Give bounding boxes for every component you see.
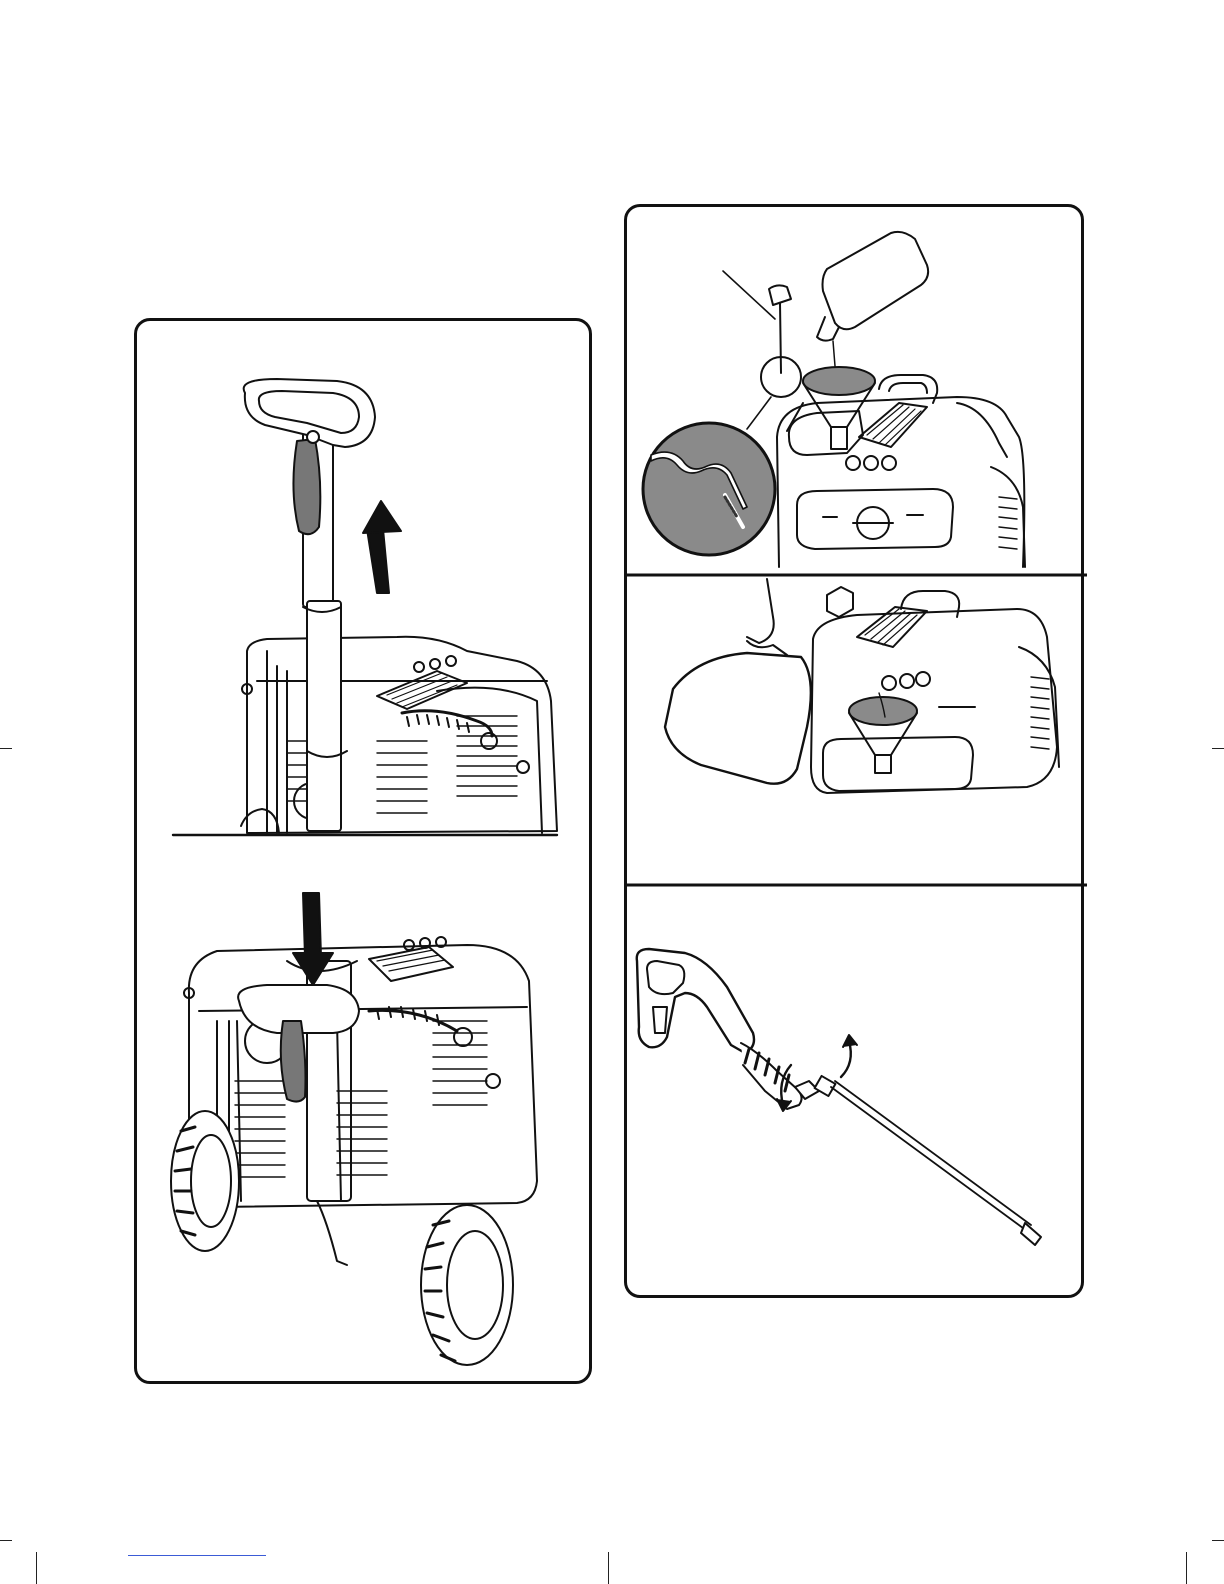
oil-fill-illustration — [627, 232, 1087, 575]
crop-mark-bottom-right-h — [1212, 1540, 1224, 1541]
right-panel-illustration — [627, 207, 1087, 1301]
right-wheel — [421, 1205, 513, 1365]
wand-connect-illustration — [637, 949, 1041, 1245]
handle-raised-illustration — [173, 379, 557, 835]
left-panel-illustration — [137, 321, 595, 1387]
fuel-fill-illustration — [627, 579, 1087, 885]
crop-mark-bottom-center — [608, 1552, 609, 1584]
footer-rule — [128, 1555, 266, 1556]
left-figure-panel — [134, 318, 592, 1384]
crop-mark-right — [1212, 748, 1224, 749]
crop-mark-left — [0, 748, 12, 749]
crop-mark-bottom-right-v — [1186, 1552, 1187, 1584]
crop-mark-bottom-left-h — [0, 1540, 12, 1541]
crop-mark-bottom-left-v — [36, 1552, 37, 1584]
handle-lowered-illustration — [171, 893, 537, 1365]
right-figure-panel — [624, 204, 1084, 1298]
left-wheel — [171, 1111, 239, 1251]
